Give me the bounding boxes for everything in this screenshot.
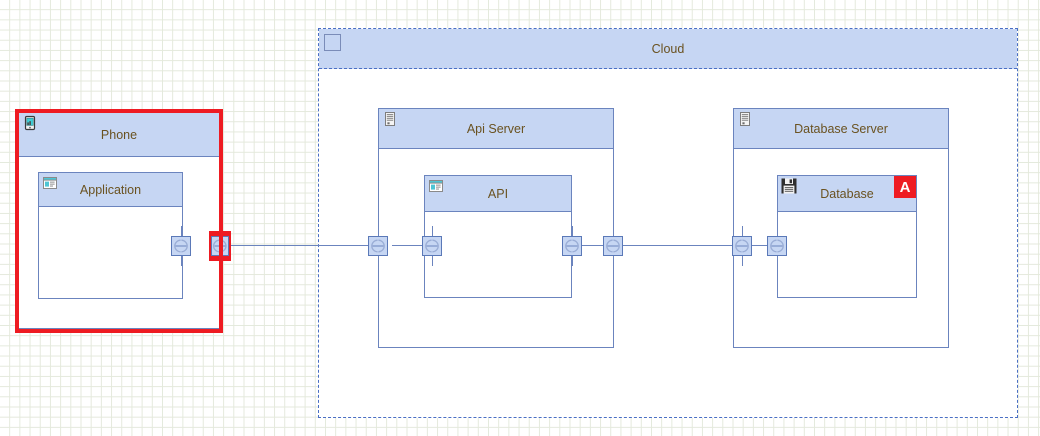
- empty-square-icon: [324, 34, 341, 51]
- assembly-socket-icon: [212, 239, 227, 253]
- assembly-socket-icon: [770, 239, 784, 253]
- server-rack-icon: [737, 111, 753, 127]
- assembly-socket-icon: [565, 239, 579, 253]
- api-server-right-port[interactable]: [603, 236, 623, 256]
- database-left-port[interactable]: [767, 236, 787, 256]
- api-component[interactable]: API: [424, 175, 572, 298]
- api-header[interactable]: API: [425, 176, 571, 212]
- phone-boundary-port[interactable]: [211, 236, 229, 256]
- database-header[interactable]: Database A: [778, 176, 916, 212]
- application-window-icon: [428, 178, 444, 194]
- api-server-header[interactable]: Api Server: [379, 109, 613, 149]
- assembly-socket-icon: [371, 239, 385, 253]
- database-server-label: Database Server: [794, 121, 888, 136]
- assembly-socket-icon: [174, 239, 188, 253]
- phone-label: Phone: [100, 127, 138, 142]
- application-label: Application: [79, 182, 142, 197]
- api-body: [425, 212, 571, 297]
- connection-api-server-to-database-server[interactable]: [622, 245, 742, 246]
- database-server-header[interactable]: Database Server: [734, 109, 948, 149]
- database-body: [778, 212, 916, 297]
- application-body: [39, 207, 182, 298]
- database-server-left-port[interactable]: [732, 236, 752, 256]
- api-right-port[interactable]: [562, 236, 582, 256]
- connection-api-to-api-server[interactable]: [580, 245, 610, 246]
- connection-phone-to-api-server[interactable]: [230, 245, 380, 246]
- api-server-label: Api Server: [466, 121, 526, 136]
- application-right-port[interactable]: [171, 236, 191, 256]
- api-left-port[interactable]: [422, 236, 442, 256]
- phone-header[interactable]: Phone: [19, 113, 219, 157]
- server-rack-icon: [382, 111, 398, 127]
- database-label: Database: [820, 186, 874, 201]
- connection-api-server-to-api[interactable]: [392, 245, 426, 246]
- assembly-socket-icon: [425, 239, 439, 253]
- application-window-icon: [42, 175, 58, 191]
- application-component[interactable]: Application: [38, 172, 183, 299]
- api-server-left-port[interactable]: [368, 236, 388, 256]
- database-component[interactable]: Database A: [777, 175, 917, 298]
- assembly-socket-icon: [735, 239, 749, 253]
- floppy-disk-save-icon: [780, 177, 798, 195]
- status-badge: A: [894, 176, 916, 198]
- application-header[interactable]: Application: [39, 173, 182, 207]
- cloud-label: Cloud: [651, 41, 685, 56]
- api-label: API: [487, 186, 509, 201]
- assembly-socket-icon: [606, 239, 620, 253]
- cloud-header[interactable]: Cloud: [319, 29, 1017, 69]
- mobile-phone-icon: [22, 115, 38, 131]
